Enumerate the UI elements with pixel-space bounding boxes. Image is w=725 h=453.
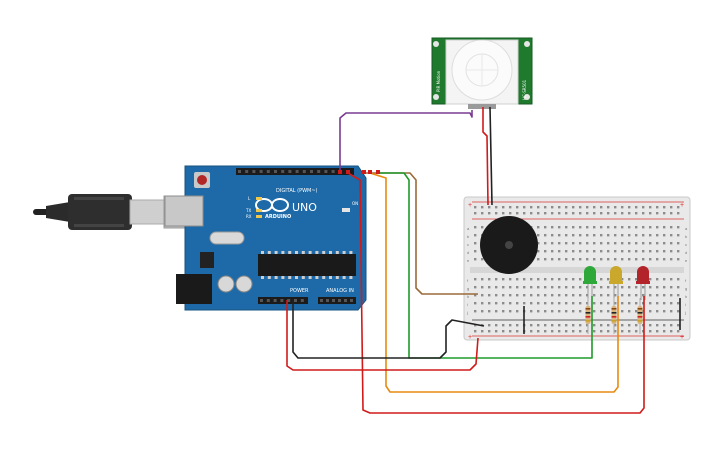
usb-cable[interactable] [33,194,187,230]
piezo-buzzer[interactable] [480,216,538,274]
wire-black-pir[interactable] [489,106,493,206]
wire-red-pir[interactable] [482,107,489,206]
breadboard-plus-sign-bottom-right: + [680,334,684,341]
led-rx-label: RX [246,214,252,219]
wire-orange[interactable] [369,172,619,393]
led-group [583,266,650,300]
led-l-label: L [248,196,251,201]
resistor-3[interactable] [637,298,643,334]
led-tx-label: TX [245,208,251,213]
wires [286,106,645,414]
voltage-regulator [200,252,214,268]
breadboard-row-letter: e [685,258,688,263]
breadboard-row-letter: h [685,294,687,299]
breadboard-row-letter: i [685,302,686,307]
digital-header[interactable] [236,168,354,175]
pir-side-label: PIR Motion [436,70,441,92]
breadboard-plus-sign: + [468,202,472,209]
atmega-chip [258,254,356,276]
analog-label: ANALOG IN [326,288,354,294]
power-label: POWER [290,288,309,294]
pir-model-label: HC-SR501 [522,79,527,100]
power-jack [176,274,212,304]
breadboard-row-letter: a [467,226,470,231]
breadboard-row-letter: c [467,242,469,247]
breadboard-row-letter: b [685,234,688,239]
arduino-infinity-logo [255,198,289,212]
breadboard-row-letter: f [685,278,687,283]
arduino-brand-label: ARDUINO [265,214,291,220]
breadboard-row-letter: g [467,286,469,291]
wire-red-5v[interactable] [286,300,479,371]
breadboard-row-letter: b [467,234,470,239]
wire-endpoints [338,170,380,174]
on-led [342,208,350,212]
wire-black-gnd[interactable] [292,300,485,359]
breadboard-row-letter: f [467,278,469,283]
digital-label: DIGITAL (PWM~) [276,188,318,194]
wire-red-long[interactable] [347,172,645,414]
status-leds: L TX RX [245,196,262,219]
usb-jack [164,195,204,227]
breadboard-row-letter: e [467,258,470,263]
resistor-group [585,298,643,334]
led-yellow[interactable] [609,266,623,300]
wire-brown[interactable] [364,172,478,295]
breadboard-row-letter: j [466,310,468,315]
wire-purple[interactable] [339,110,473,173]
breadboard-row-letter: i [467,302,468,307]
capacitor-1 [217,275,235,293]
led-red[interactable] [636,266,650,300]
arduino-uno-board[interactable]: ARDUINO UNO DIGITAL (PWM~) POWER ANALOG … [164,165,367,311]
resistor-2[interactable] [611,298,617,334]
header-pins [238,170,353,302]
on-led-label: ON [352,201,358,206]
breadboard-row-letter: c [685,242,687,247]
crystal [209,231,245,245]
breadboard-plus-sign-right: + [680,202,684,209]
breadboard-row-letter: h [467,294,469,299]
breadboard-row-letter: d [685,250,687,255]
breadboard-row-letter: g [685,286,687,291]
arduino-model-label: UNO [292,201,317,214]
breadboard-plus-sign-bottom: + [468,334,472,341]
breadboard-row-letter: d [467,250,469,255]
chip-pins [261,251,353,279]
resistor-1[interactable] [585,298,591,334]
analog-header[interactable] [318,297,356,304]
breadboard-row-letter: j [684,310,686,315]
capacitor-2 [235,275,253,293]
wire-green[interactable] [378,172,593,359]
breadboard-row-letter: a [685,226,688,231]
pir-motion-sensor[interactable]: PIR Motion HC-SR501 [431,37,533,109]
